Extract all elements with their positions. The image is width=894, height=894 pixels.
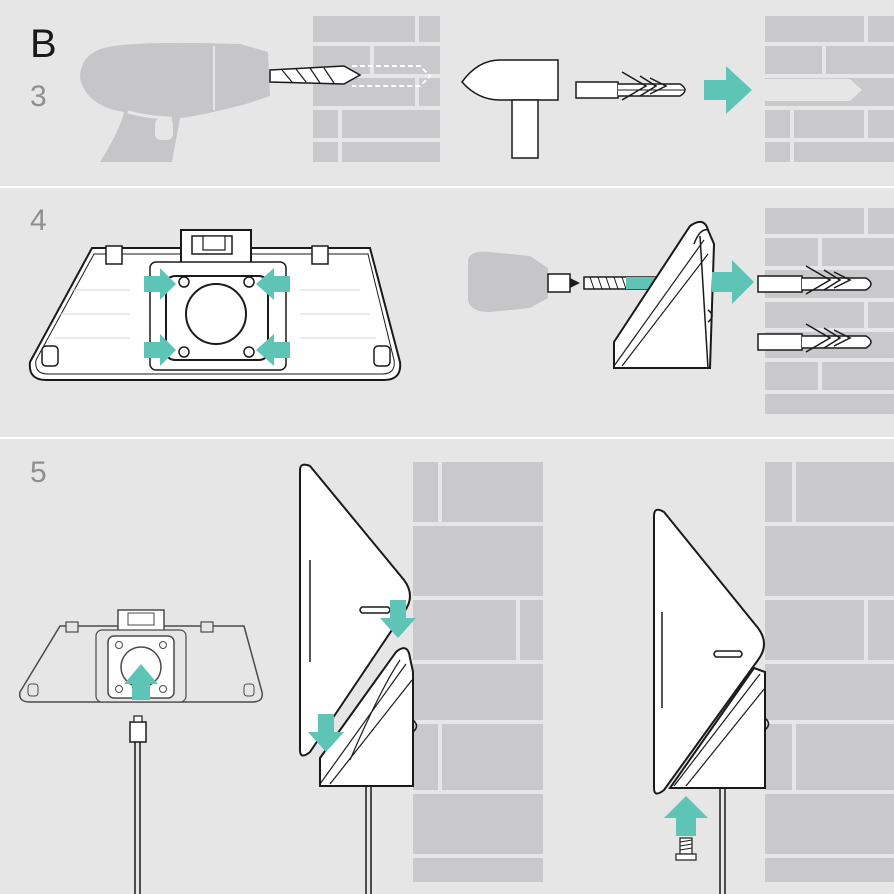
wall-plug-icon [575,71,686,101]
step-number-4: 4 [30,204,47,237]
headset-stand-device [299,463,418,894]
brick-wall-icon [765,208,894,414]
wall-plug-icon [757,265,872,295]
arrow-up-icon [124,664,158,700]
arrow-right-icon [704,66,752,114]
arrow-left-icon [256,268,290,300]
wall-bracket-icon [613,220,716,369]
arrow-up-icon [664,796,708,836]
connector-icon [129,715,147,894]
arrow-right-icon [144,334,176,366]
step-number-3: 3 [30,80,47,113]
wall-plug-icon [757,323,872,353]
brick-wall-icon [765,16,894,162]
brick-wall-icon [413,462,543,882]
base-plate-icon [28,229,402,381]
headset-stand-device [653,508,770,894]
arrow-left-icon [256,334,290,366]
arrow-down-icon [380,600,416,638]
step-number-5: 5 [30,456,47,489]
drill-icon [80,42,362,162]
arrow-right-icon [712,260,754,304]
drill-icon [468,251,580,312]
brick-wall-icon [313,16,440,162]
section-label: B [30,22,57,66]
hammer-icon [461,59,559,159]
screw-icon [675,837,697,861]
brick-wall-icon [765,462,894,882]
arrow-down-icon [308,714,344,752]
arrow-right-icon [144,268,176,300]
